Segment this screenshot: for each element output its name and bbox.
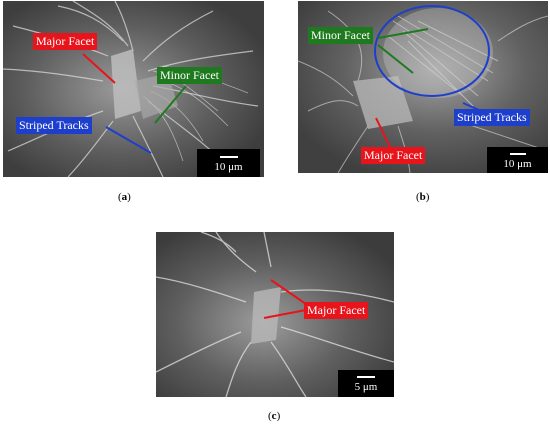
sem-image-panel-a: Major Facet Minor Facet Striped Tracks 1… bbox=[3, 1, 264, 177]
scale-bar-line bbox=[219, 156, 238, 158]
sem-image-panel-b: Minor Facet Striped Tracks Major Facet 1… bbox=[298, 1, 548, 173]
scale-bar-b: 10 μm bbox=[487, 147, 548, 173]
caption-c: (c) bbox=[268, 410, 281, 422]
scale-bar-line bbox=[509, 153, 526, 155]
scale-bar-c: 5 μm bbox=[338, 370, 394, 397]
label-minor-facet-b: Minor Facet bbox=[308, 27, 373, 44]
label-striped-tracks-a: Striped Tracks bbox=[16, 117, 92, 134]
caption-b: (b) bbox=[416, 191, 430, 203]
label-striped-tracks-b: Striped Tracks bbox=[454, 109, 530, 126]
label-minor-facet-a: Minor Facet bbox=[157, 67, 222, 84]
label-major-facet-b: Major Facet bbox=[361, 147, 426, 164]
sem-image-panel-c: Major Facet 5 μm bbox=[156, 232, 394, 397]
caption-a: (a) bbox=[118, 191, 131, 203]
scale-bar-text: 10 μm bbox=[503, 158, 532, 170]
scale-bar-text: 5 μm bbox=[354, 381, 378, 393]
scale-bar-line bbox=[357, 376, 375, 378]
scale-bar-a: 10 μm bbox=[197, 149, 260, 177]
label-major-facet-c: Major Facet bbox=[304, 302, 369, 319]
label-major-facet-a: Major Facet bbox=[33, 33, 98, 50]
scale-bar-text: 10 μm bbox=[214, 161, 243, 173]
